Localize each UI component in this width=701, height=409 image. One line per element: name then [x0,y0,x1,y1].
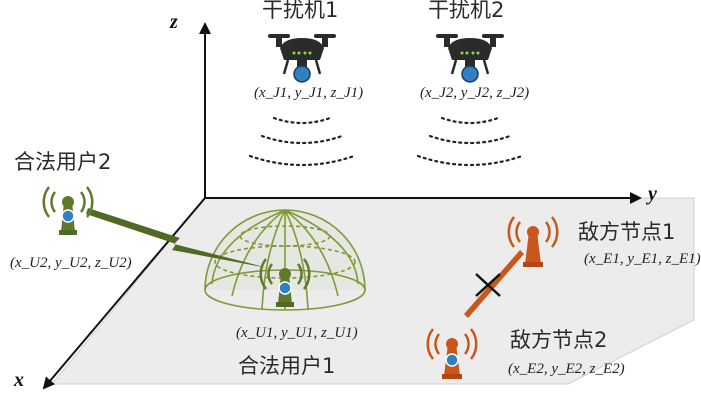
enemy-node-2-label: 敌方节点2 [510,328,608,352]
jam-waves-1 [248,116,356,167]
lightning-link-icon [86,208,268,268]
radio-tower-icon [426,327,478,381]
jammer-2-coord: (x_J2, y_J2, z_J2) [420,85,530,101]
jammer-2-label: 干扰机2 [428,0,505,22]
enemy-node-1-label: 敌方节点1 [578,220,676,244]
jammer-1-coord: (x_J1, y_J1, z_J1) [254,85,364,101]
legit-user-1-label: 合法用户1 [238,354,336,378]
jam-waves-2 [416,116,524,167]
z-axis-label: z [170,11,178,33]
jammer-1-label: 干扰机1 [262,0,339,22]
legit-user-2-label: 合法用户2 [14,150,112,174]
x-axis-label: x [14,369,24,391]
legit-user-1-coord: (x_U1, y_U1, z_U1) [236,325,358,341]
quadcopter-drone-icon [266,32,338,84]
legit-user-2-coord: (x_U2, y_U2, z_U2) [10,255,132,271]
radio-tower-icon [42,185,94,237]
enemy-node-1-coord: (x_E1, y_E1, z_E1) [584,251,701,267]
quadcopter-drone-icon [434,32,506,84]
blocked-link-icon [464,250,524,318]
dome-coverage-icon [204,209,366,311]
x-axis [42,197,206,390]
y-axis-label: y [648,183,657,205]
enemy-node-2-coord: (x_E2, y_E2, z_E2) [508,361,625,377]
